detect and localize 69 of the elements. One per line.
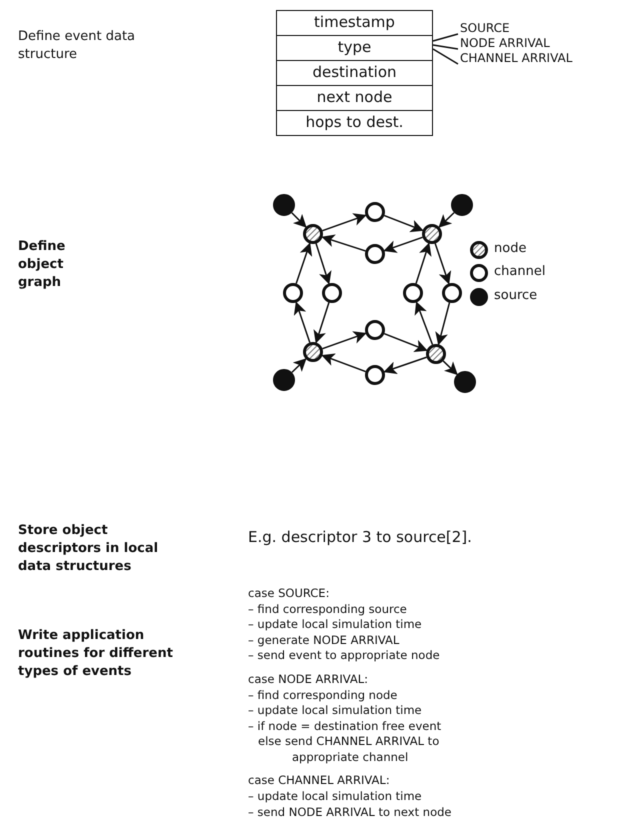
hatched-node-circle bbox=[422, 224, 442, 244]
code-line: – update local simulation time bbox=[248, 789, 422, 804]
arrow bbox=[315, 243, 332, 285]
leader-line bbox=[432, 44, 458, 50]
channel-circle bbox=[365, 244, 385, 264]
legend-label: node bbox=[494, 242, 526, 256]
code-line: case SOURCE: bbox=[248, 586, 330, 601]
arrow bbox=[384, 214, 424, 232]
code-line: – update local simulation time bbox=[248, 703, 422, 718]
arrow bbox=[438, 212, 455, 228]
code-line: – if node = destination free event bbox=[248, 719, 442, 734]
arrow bbox=[291, 212, 307, 228]
arrow bbox=[322, 331, 367, 350]
arrow bbox=[296, 242, 312, 284]
table-row: destination bbox=[276, 60, 433, 86]
arrow bbox=[434, 243, 452, 285]
source-circle bbox=[454, 371, 476, 393]
source-circle bbox=[273, 194, 295, 216]
arrow bbox=[442, 360, 458, 376]
arrow bbox=[291, 358, 307, 373]
code-line: – find corresponding source bbox=[248, 602, 407, 617]
example-text: E.g. descriptor 3 to source[2]. bbox=[248, 528, 472, 546]
table-row: type bbox=[276, 35, 433, 61]
channel-circle bbox=[322, 283, 342, 303]
step-label: Store object descriptors in local data structures bbox=[18, 522, 160, 576]
step-label: Define object graph bbox=[18, 238, 66, 292]
arrow bbox=[321, 354, 366, 372]
step-label: Define event data structure bbox=[18, 28, 136, 64]
table-row: timestamp bbox=[276, 10, 433, 36]
leader-line bbox=[432, 48, 458, 65]
channel-circle bbox=[365, 202, 385, 222]
source-circle bbox=[451, 194, 473, 216]
arrow bbox=[435, 302, 450, 346]
arrow bbox=[414, 301, 434, 345]
code-line: – update local simulation time bbox=[248, 617, 422, 632]
hatched-node-circle bbox=[426, 344, 446, 364]
code-line: – send event to appropriate node bbox=[248, 648, 440, 663]
arrow bbox=[294, 301, 310, 343]
leader-line bbox=[432, 33, 458, 42]
type-value-label: NODE ARRIVAL bbox=[460, 36, 550, 50]
table-row: hops to dest. bbox=[276, 110, 433, 136]
table-row: next node bbox=[276, 85, 433, 111]
type-value-label: CHANNEL ARRIVAL bbox=[460, 51, 572, 65]
code-line: – find corresponding node bbox=[248, 688, 398, 703]
arrow bbox=[415, 242, 432, 284]
code-line: appropriate channel bbox=[292, 750, 408, 765]
channel-circle bbox=[403, 283, 423, 303]
hatched-node-circle bbox=[303, 342, 323, 362]
legend-label: channel bbox=[494, 265, 546, 279]
type-value-label: SOURCE bbox=[460, 21, 510, 35]
arrow bbox=[383, 356, 427, 374]
code-line: case NODE ARRIVAL: bbox=[248, 672, 368, 687]
arrow bbox=[321, 234, 366, 252]
legend-label: source bbox=[494, 289, 538, 303]
channel-circle bbox=[365, 365, 385, 385]
hatched-node-circle bbox=[303, 224, 323, 244]
code-line: else send CHANNEL ARRIVAL to bbox=[258, 734, 440, 749]
code-line: – generate NODE ARRIVAL bbox=[248, 633, 400, 648]
arrow bbox=[322, 213, 367, 232]
step-label: Write application routines for different types of events bbox=[18, 627, 174, 681]
code-line: case CHANNEL ARRIVAL: bbox=[248, 773, 390, 788]
code-line: – send NODE ARRIVAL to next node bbox=[248, 805, 452, 820]
arrow bbox=[314, 302, 330, 344]
arrow bbox=[384, 332, 428, 352]
channel-circle bbox=[283, 283, 303, 303]
arrow bbox=[383, 236, 423, 253]
source-circle bbox=[273, 369, 295, 391]
channel-circle bbox=[365, 320, 385, 340]
channel-circle bbox=[442, 283, 462, 303]
